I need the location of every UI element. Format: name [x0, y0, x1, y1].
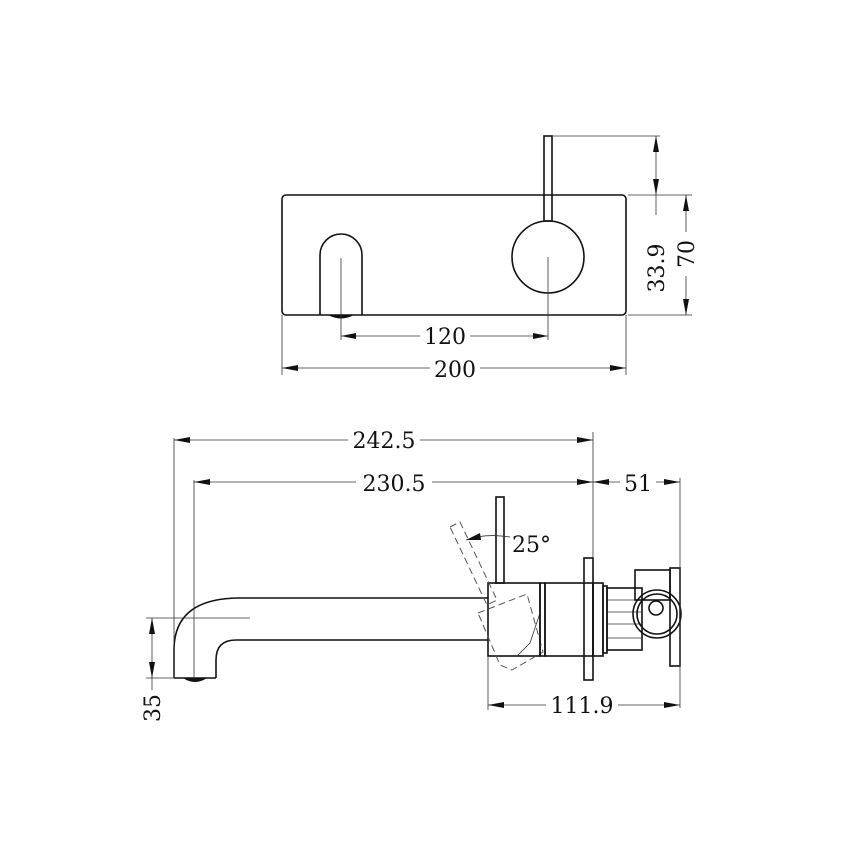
dim-242-5: 242.5: [353, 429, 416, 454]
dim-33-9: 33.9: [645, 244, 670, 293]
dim-25-deg: 25°: [512, 533, 551, 558]
dim-230-5: 230.5: [363, 472, 426, 497]
dim-35: 35: [141, 694, 166, 722]
dim-70: 70: [675, 240, 700, 268]
handle-body: [487, 582, 541, 657]
dim-111-9: 111.9: [551, 694, 614, 719]
wall-plate: [281, 194, 627, 316]
side-view: 25° 242.5: [141, 426, 682, 722]
dim-200: 200: [434, 358, 476, 383]
rotated-handle-outline: [449, 521, 544, 671]
spout: [173, 597, 488, 678]
rough-in-valve: [606, 567, 682, 667]
spout-outlet: [319, 233, 363, 315]
dim-51: 51: [624, 472, 652, 497]
front-view: 120 200 33.9 70: [281, 135, 700, 383]
valve-body: [544, 582, 594, 657]
wall-flange: [583, 557, 594, 681]
dim-120: 120: [424, 325, 466, 350]
handle-lever: [543, 135, 553, 222]
side-handle-lever: [495, 496, 505, 584]
